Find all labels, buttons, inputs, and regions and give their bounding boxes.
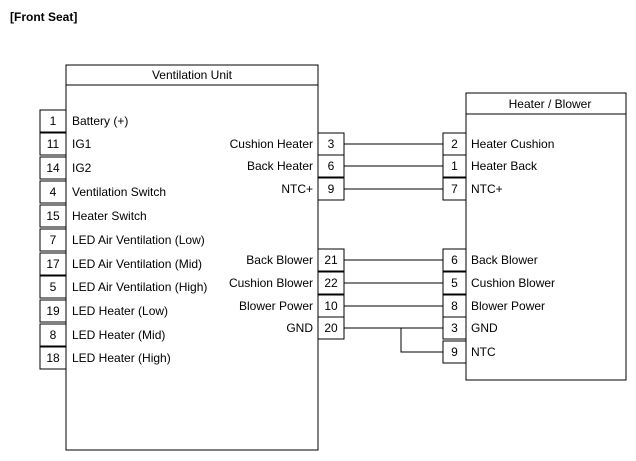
vu-right-pin-label-back-heater: Back Heater (247, 159, 313, 173)
vu-right-pin-box-back-heater (317, 154, 345, 178)
vu-pin-label-led-air-ventilation-mid: LED Air Ventilation (Mid) (72, 257, 202, 271)
hb-pin-box-ntc (442, 177, 467, 201)
hb-pin-box-gnd (442, 316, 467, 340)
heater-blower-box (465, 92, 627, 381)
vu-pin-box-battery (39, 109, 67, 133)
vu-right-pin-label-ntc: NTC+ (281, 182, 313, 196)
hb-pin-label-heater-cushion: Heater Cushion (471, 137, 554, 151)
vu-right-pin-number-back-heater: 6 (328, 159, 335, 173)
vu-right-pin-label-cushion-blower: Cushion Blower (229, 276, 313, 290)
page-title: [Front Seat] (10, 10, 77, 24)
vu-pin-label-ventilation-switch: Ventilation Switch (72, 185, 166, 199)
vu-right-pin-label-blower-power: Blower Power (239, 299, 313, 313)
hb-pin-number-back-blower: 6 (451, 253, 458, 267)
vu-pin-number-led-air-ventilation-mid: 17 (46, 257, 60, 271)
hb-pin-box-cushion-blower (442, 271, 467, 295)
hb-pin-label-ntc: NTC (471, 345, 496, 359)
vu-pin-label-led-heater-mid: LED Heater (Mid) (72, 328, 165, 342)
vu-pin-box-led-air-ventilation-high (39, 275, 67, 299)
vu-pin-box-ig2 (39, 156, 67, 180)
heater-blower-title: Heater / Blower (509, 97, 592, 111)
vu-pin-number-battery: 1 (50, 114, 57, 128)
vu-pin-box-ventilation-switch (39, 180, 67, 204)
vu-right-pin-number-ntc: 9 (328, 182, 335, 196)
ventilation-unit-left-pins: 1 Battery (+) 11 IG1 14 IG2 4 Ventilation Switc… (39, 109, 207, 370)
vu-right-pin-label-gnd: GND (286, 321, 313, 335)
vu-pin-box-led-heater-mid (39, 323, 67, 347)
hb-pin-label-ntc: NTC+ (471, 182, 503, 196)
vu-pin-box-led-air-ventilation-low (39, 228, 67, 252)
wires (344, 143, 443, 353)
vu-right-pin-number-cushion-heater: 3 (328, 137, 335, 151)
vu-right-pin-box-ntc (317, 177, 345, 201)
vu-right-pin-label-cushion-heater: Cushion Heater (230, 137, 313, 151)
vu-pin-label-led-air-ventilation-high: LED Air Ventilation (High) (72, 280, 207, 294)
hb-pin-label-back-blower: Back Blower (471, 253, 538, 267)
hb-pin-label-blower-power: Blower Power (471, 299, 545, 313)
vu-pin-label-ig1: IG1 (72, 137, 92, 151)
vu-pin-number-led-air-ventilation-low: 7 (50, 233, 57, 247)
vu-right-pin-number-back-blower: 21 (324, 253, 338, 267)
hb-pin-label-cushion-blower: Cushion Blower (471, 276, 555, 290)
hb-pin-number-ntc: 9 (451, 345, 458, 359)
vu-right-pin-box-back-blower (317, 248, 345, 272)
vu-pin-label-led-air-ventilation-low: LED Air Ventilation (Low) (72, 233, 205, 247)
vu-right-pin-number-gnd: 20 (324, 321, 338, 335)
hb-pin-number-heater-back: 1 (451, 159, 458, 173)
vu-pin-label-led-heater-low: LED Heater (Low) (72, 304, 168, 318)
hb-pin-label-gnd: GND (471, 321, 498, 335)
vu-right-pin-number-cushion-blower: 22 (324, 276, 338, 290)
wire-ntc-branch (400, 328, 443, 353)
ventilation-unit-title: Ventilation Unit (152, 68, 233, 82)
vu-pin-number-ventilation-switch: 4 (50, 185, 57, 199)
hb-pin-box-ntc (442, 340, 467, 364)
vu-pin-box-heater-switch (39, 204, 67, 228)
vu-right-pin-box-cushion-blower (317, 271, 345, 295)
vu-pin-number-led-heater-mid: 8 (50, 328, 57, 342)
hb-pin-number-gnd: 3 (451, 321, 458, 335)
vu-pin-label-battery: Battery (+) (72, 114, 128, 128)
vu-pin-number-ig1: 11 (47, 137, 60, 151)
vu-pin-box-led-heater-high (39, 346, 67, 370)
vu-pin-number-led-air-ventilation-high: 5 (50, 280, 57, 294)
hb-pin-box-back-blower (442, 248, 467, 272)
vu-pin-number-heater-switch: 15 (46, 209, 60, 223)
vu-pin-number-led-heater-low: 19 (46, 304, 60, 318)
vu-pin-label-heater-switch: Heater Switch (72, 209, 147, 223)
hb-pin-box-heater-back (442, 154, 467, 178)
hb-pin-label-heater-back: Heater Back (471, 159, 538, 173)
ventilation-unit-box (65, 64, 319, 451)
vu-right-pin-box-gnd (317, 316, 345, 340)
vu-pin-box-ig1 (39, 132, 67, 156)
vu-pin-label-led-heater-high: LED Heater (High) (72, 351, 171, 365)
vu-pin-box-led-heater-low (39, 299, 67, 323)
vu-pin-box-led-air-ventilation-mid (39, 252, 67, 276)
vu-pin-number-led-heater-high: 18 (46, 351, 60, 365)
hb-pin-number-cushion-blower: 5 (451, 276, 458, 290)
heater-blower-pins: 2 Heater Cushion 1 Heater Back 7 NTC+ 6 Back Bl… (442, 132, 555, 364)
vu-pin-label-ig2: IG2 (72, 161, 92, 175)
hb-pin-number-ntc: 7 (451, 182, 458, 196)
vu-pin-number-ig2: 14 (46, 161, 60, 175)
hb-pin-number-blower-power: 8 (451, 299, 458, 313)
hb-pin-number-heater-cushion: 2 (451, 137, 458, 151)
vu-right-pin-number-blower-power: 10 (324, 299, 338, 313)
vu-right-pin-label-back-blower: Back Blower (246, 253, 313, 267)
ventilation-unit-right-pins: 3 Cushion Heater 6 Back Heater 9 NTC+ 21 Back B… (229, 132, 345, 340)
